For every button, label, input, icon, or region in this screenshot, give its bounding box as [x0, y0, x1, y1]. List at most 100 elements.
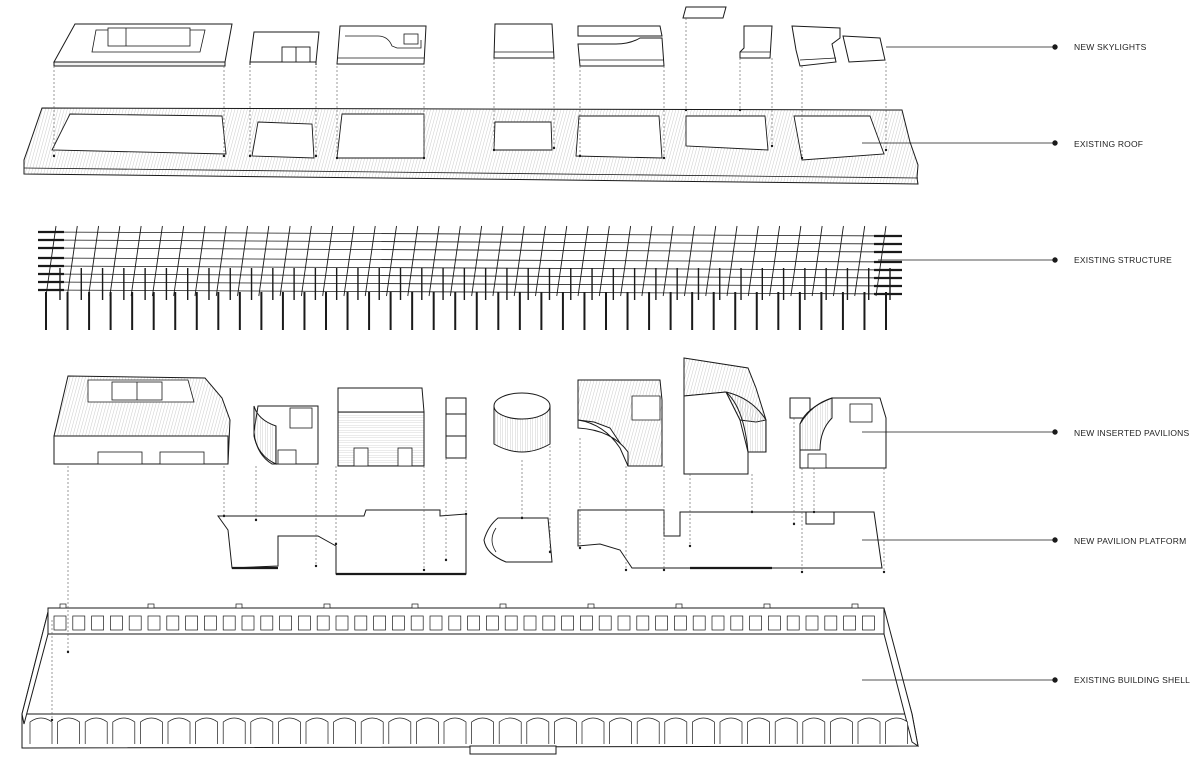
pavilion-2	[253, 405, 319, 465]
shell-front-bay	[57, 717, 80, 744]
shell-back-window	[580, 615, 593, 631]
skylight-2	[249, 31, 320, 65]
structure-frame	[705, 225, 717, 297]
shell-front-bay	[416, 717, 439, 744]
shell-front-bay	[471, 717, 494, 744]
alignment-point	[662, 568, 666, 572]
alignment-point	[52, 154, 56, 158]
alignment-point	[314, 564, 318, 568]
alignment-point	[552, 146, 556, 150]
alignment-point	[624, 568, 628, 572]
shell-back-window	[241, 615, 255, 631]
shell-front-bay	[802, 717, 826, 744]
skylight-6	[682, 6, 727, 19]
roof-layer	[23, 107, 919, 185]
alignment-point	[684, 108, 688, 112]
structure-beam	[39, 257, 901, 263]
structure-layer	[38, 225, 902, 330]
shell-back-window	[711, 615, 725, 631]
shell-back-window	[749, 615, 762, 631]
alignment-point	[222, 514, 226, 518]
platform-3	[577, 509, 883, 570]
leader-lines	[862, 44, 1058, 683]
structure-frame	[428, 225, 440, 297]
skylight-5	[577, 25, 665, 67]
structure-frame	[790, 225, 802, 297]
alignment-point	[222, 154, 226, 158]
structure-frame	[194, 225, 206, 297]
structure-frame	[513, 225, 525, 297]
shell-back-window	[692, 615, 706, 631]
shell-front-bay	[857, 717, 881, 744]
shell-front-bay	[692, 717, 715, 744]
shell-front-bay	[609, 717, 632, 744]
shell-front-bay	[636, 717, 660, 744]
structure-frame	[875, 225, 887, 297]
platform-1	[217, 509, 467, 576]
shell-back-window	[486, 615, 499, 631]
pavilion-7	[683, 357, 767, 475]
alignment-point	[882, 570, 886, 574]
structure-beam	[39, 231, 901, 237]
label-existing-structure: EXISTING STRUCTURE	[1074, 255, 1173, 265]
shell-right-wall	[883, 607, 919, 748]
shell-back-window	[392, 615, 405, 631]
shell-entrance	[469, 745, 557, 755]
structure-frame	[492, 225, 504, 297]
platform-layer	[217, 509, 883, 576]
shell-layer	[21, 603, 919, 755]
structure-frame	[854, 225, 866, 297]
structure-frame	[258, 225, 270, 297]
shell-front-bay	[719, 717, 743, 744]
structure-frame	[769, 225, 781, 297]
shell-front-bay	[581, 717, 605, 744]
shell-front-bay	[167, 717, 191, 744]
alignment-lines	[50, 18, 888, 722]
alignment-point	[770, 144, 774, 148]
pavilion-6	[577, 379, 663, 467]
structure-frame	[641, 225, 653, 297]
shell-back-window	[655, 615, 668, 631]
label-existing-building-shell: EXISTING BUILDING SHELL	[1074, 675, 1191, 685]
alignment-point	[662, 156, 666, 160]
structure-frame	[364, 225, 376, 297]
structure-frame	[832, 225, 844, 297]
shell-back-window	[786, 615, 800, 631]
structure-beam	[39, 281, 901, 287]
shell-front-bay	[554, 717, 577, 744]
shell-back-window	[824, 615, 838, 631]
alignment-point	[444, 558, 448, 562]
shell-front-bay	[747, 717, 770, 744]
label-new-inserted-pavilions: NEW INSERTED PAVILIONS	[1074, 428, 1190, 438]
shell-back-window	[110, 615, 123, 631]
alignment-point	[334, 542, 338, 546]
structure-frame	[130, 225, 142, 297]
structure-frame	[300, 225, 312, 297]
shell-back-window	[504, 615, 518, 631]
alignment-point	[688, 544, 692, 548]
shell-front-bay	[774, 717, 798, 744]
alignment-point	[548, 550, 552, 554]
shell-front-bay	[333, 717, 356, 744]
structure-frame	[173, 225, 185, 297]
structure-frame	[747, 225, 759, 297]
alignment-point	[738, 108, 742, 112]
shell-back-window	[316, 615, 330, 631]
skylight-3	[336, 25, 427, 65]
structure-beam	[39, 273, 901, 279]
alignment-point	[464, 512, 468, 516]
shell-back-window	[768, 615, 781, 631]
alignment-point	[335, 156, 339, 160]
shell-front-bay	[388, 717, 412, 744]
structure-frame	[407, 225, 419, 297]
pavilion-5-cylinder	[493, 392, 551, 453]
shell-back-window	[128, 615, 142, 631]
structure-frame	[620, 225, 632, 297]
skylight-8	[791, 25, 886, 67]
shell-back-window	[147, 615, 161, 631]
structure-frame	[662, 225, 674, 297]
structure-frame	[598, 225, 610, 297]
structure-frame	[343, 225, 355, 297]
shell-front-bay	[885, 717, 908, 744]
